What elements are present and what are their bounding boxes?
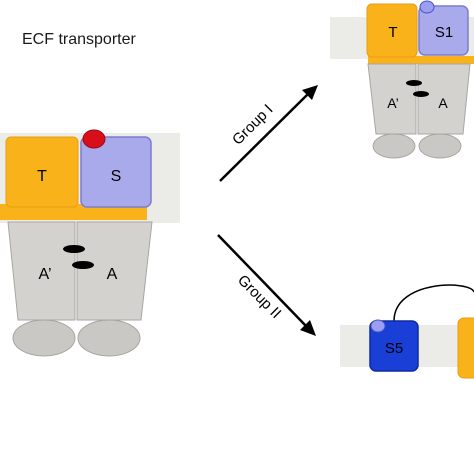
substrate-group1 — [419, 0, 435, 14]
t-subunit-group2-partial — [457, 317, 474, 379]
a-label-group1: A — [438, 95, 448, 111]
base-oval-left-group1 — [372, 133, 416, 159]
a-prime-subunit-main — [7, 221, 76, 321]
atp-mark-upper-main — [63, 245, 85, 253]
arrow-group-2: Group II — [217, 234, 316, 336]
diagram-title: ECF transporter — [22, 31, 136, 48]
s1-label-group1: S1 — [435, 24, 453, 41]
a-prime-subunit-group1 — [367, 63, 417, 135]
atp-mark-lower-group1 — [413, 91, 429, 97]
base-oval-right-main — [77, 319, 141, 357]
group1-complex: T S1 A’ A — [330, 0, 474, 159]
a-subunit-main — [76, 221, 153, 321]
s-subunit-main — [80, 136, 152, 208]
s1-subunit-group1 — [418, 5, 469, 56]
substrate-group2 — [370, 319, 386, 333]
atp-mark-upper-group1 — [406, 80, 422, 86]
linker-group2 — [393, 284, 474, 322]
base-oval-left-main — [12, 319, 76, 357]
t-subunit-group1 — [366, 3, 418, 58]
a-label-main: A — [107, 266, 118, 283]
arrow-group-1-label: Group I — [229, 101, 276, 148]
atp-mark-lower-main — [72, 261, 94, 269]
a-prime-label-main: A’ — [38, 266, 51, 283]
arrow-group-1-head — [302, 85, 318, 100]
a-prime-label-group1: A’ — [387, 95, 398, 111]
s5-label-group2: S5 — [385, 340, 403, 357]
s5-subunit-group2 — [369, 320, 419, 372]
t-subunit-base-bar — [0, 204, 147, 220]
group2-complex: S5 — [340, 284, 474, 379]
arrow-group-1: Group I — [219, 85, 318, 182]
t-subunit-main — [5, 136, 79, 208]
arrow-group-1-line — [219, 93, 309, 182]
arrow-group-2-line — [217, 234, 307, 327]
t-label-main: T — [37, 168, 47, 185]
group1-base-bar — [368, 56, 474, 64]
arrow-group-2-head — [300, 320, 316, 336]
s-label-main: S — [111, 168, 122, 185]
substrate-main — [82, 129, 106, 149]
main-complex: T S A’ A — [0, 129, 180, 357]
t-label-group1: T — [388, 24, 397, 41]
base-oval-right-group1 — [418, 133, 462, 159]
a-subunit-group1 — [417, 63, 471, 135]
